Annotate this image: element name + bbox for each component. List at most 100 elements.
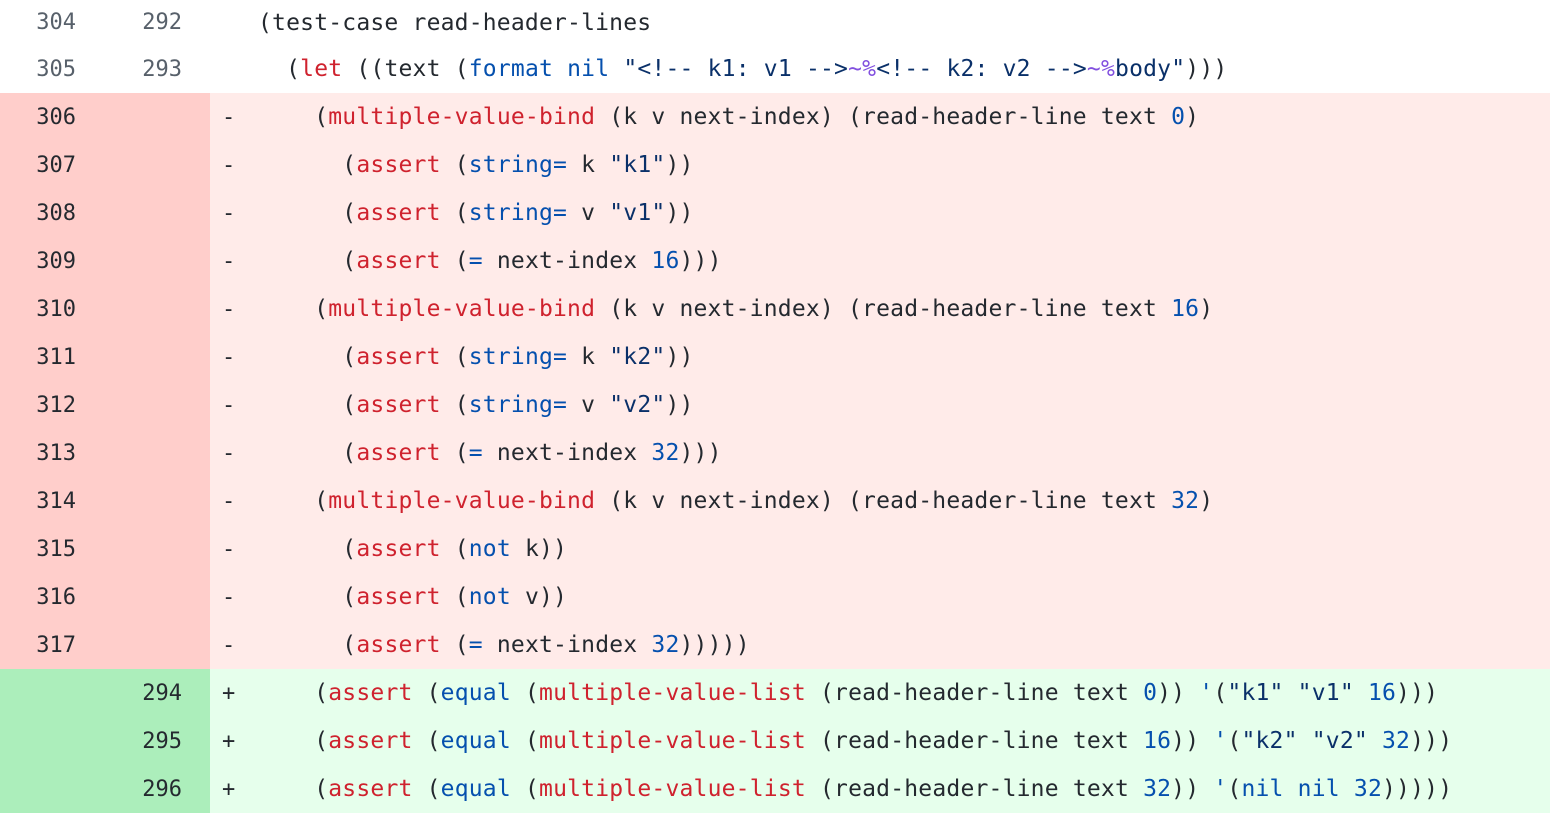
code-token: )) [665, 392, 694, 418]
code-token: k [567, 344, 610, 370]
code-token: ' [1199, 680, 1214, 706]
new-line-number[interactable] [104, 285, 210, 333]
code-token: (read-header-line text [805, 680, 1144, 706]
code-token: ' [1213, 776, 1228, 802]
code-token: ( [1227, 728, 1242, 754]
code-token: ( [258, 632, 357, 658]
code-line: (assert (string= k "k1")) [258, 141, 694, 189]
code-token: ))))) [1382, 776, 1453, 802]
code-token: ( [440, 584, 469, 610]
new-line-number[interactable]: 292 [104, 0, 210, 45]
code-token: ( [440, 200, 469, 226]
diff-line-deletion: 311 - (assert (string= k "k2")) [0, 333, 1550, 381]
diff-marker: + [222, 680, 236, 706]
code-token: ((text ( [342, 56, 469, 82]
code-line: (assert (string= v "v2")) [258, 381, 694, 429]
diff-line-addition: 294 + (assert (equal (multiple-value-list… [0, 669, 1550, 717]
code-token: (k v next-index) (read-header-line text [595, 104, 1172, 130]
new-line-number[interactable] [104, 333, 210, 381]
code-token: ) [1199, 296, 1214, 322]
code-token: "v2" [1311, 728, 1368, 754]
code-token: ( [258, 296, 329, 322]
old-line-number[interactable]: 315 [0, 525, 104, 573]
code-token: body" [1115, 56, 1186, 82]
code-token: ( [258, 104, 329, 130]
diff-line-deletion: 307- (assert (string= k "k1")) [0, 141, 1550, 189]
diff-marker: - [222, 392, 236, 418]
code-token: ( [440, 344, 469, 370]
diff-line-deletion: 313 - (assert (= next-index 32))) [0, 429, 1550, 477]
diff-line-deletion: 314- (multiple-value-bind (k v next-inde… [0, 477, 1550, 525]
code-token: assert [356, 632, 441, 658]
old-line-number[interactable] [0, 717, 104, 765]
code-token: ( [1227, 776, 1242, 802]
old-line-number[interactable]: 313 [0, 429, 104, 477]
new-line-number[interactable] [104, 93, 210, 141]
new-line-number[interactable]: 293 [104, 45, 210, 93]
old-line-number[interactable] [0, 765, 104, 813]
new-line-number[interactable] [104, 141, 210, 189]
new-line-number[interactable]: 296 [104, 765, 210, 813]
code-token: "v1" [1297, 680, 1354, 706]
diff-marker: - [222, 536, 236, 562]
code-token: multiple-value-list [539, 776, 806, 802]
code-token: string= [468, 344, 568, 370]
code-token: = [468, 248, 483, 274]
old-line-number[interactable]: 311 [0, 333, 104, 381]
old-line-number[interactable]: 306 [0, 93, 104, 141]
code-token: )) [1157, 680, 1200, 706]
diff-marker: + [222, 776, 236, 802]
code-token: assert [356, 536, 441, 562]
diff-marker: - [222, 440, 236, 466]
code-token: ))) [1410, 728, 1453, 754]
code-token: multiple-value-bind [328, 104, 596, 130]
new-line-number[interactable] [104, 429, 210, 477]
code-token [1298, 728, 1312, 754]
new-line-number[interactable] [104, 621, 210, 669]
code-token: ( [412, 776, 441, 802]
new-line-number[interactable] [104, 477, 210, 525]
diff-marker: - [222, 248, 236, 274]
new-line-number[interactable] [104, 381, 210, 429]
code-line: (assert (= next-index 32))) [258, 429, 722, 477]
new-line-number[interactable]: 294 [104, 669, 210, 717]
code-token: ( [510, 680, 540, 706]
code-token: ( [440, 440, 469, 466]
code-token: equal [440, 680, 511, 706]
old-line-number[interactable]: 317 [0, 621, 104, 669]
code-line: (assert (string= k "k2")) [258, 333, 694, 381]
old-line-number[interactable]: 316 [0, 573, 104, 621]
code-line: (test-case read-header-lines [258, 0, 651, 45]
old-line-number[interactable]: 304 [0, 0, 104, 45]
old-line-number[interactable] [0, 669, 104, 717]
code-token: next-index [482, 248, 652, 274]
code-line: (assert (string= v "v1")) [258, 189, 694, 237]
code-token [1368, 728, 1382, 754]
diff-line-deletion: 309- (assert (= next-index 16))) [0, 237, 1550, 285]
code-token: assert [356, 392, 441, 418]
code-token: ( [258, 536, 357, 562]
code-token: assert [356, 440, 441, 466]
diff-line-deletion: 315- (assert (not k)) [0, 525, 1550, 573]
old-line-number[interactable]: 305 [0, 45, 104, 93]
old-line-number[interactable]: 307 [0, 141, 104, 189]
code-line: (assert (equal (multiple-value-list (rea… [258, 669, 1438, 717]
code-token: ))) [1396, 680, 1439, 706]
new-line-number[interactable] [104, 237, 210, 285]
old-line-number[interactable]: 308 [0, 189, 104, 237]
new-line-number[interactable] [104, 573, 210, 621]
old-line-number[interactable]: 312 [0, 381, 104, 429]
diff-marker: - [222, 344, 236, 370]
code-token: )) [665, 344, 694, 370]
code-token: "<!-- k1: v1 --> [623, 56, 849, 82]
new-line-number[interactable] [104, 525, 210, 573]
code-token: assert [356, 248, 441, 274]
old-line-number[interactable]: 310 [0, 285, 104, 333]
old-line-number[interactable]: 309 [0, 237, 104, 285]
code-token: ( [258, 248, 357, 274]
code-token: 16 [651, 248, 680, 274]
code-token: )) [665, 200, 694, 226]
new-line-number[interactable]: 295 [104, 717, 210, 765]
old-line-number[interactable]: 314 [0, 477, 104, 525]
new-line-number[interactable] [104, 189, 210, 237]
